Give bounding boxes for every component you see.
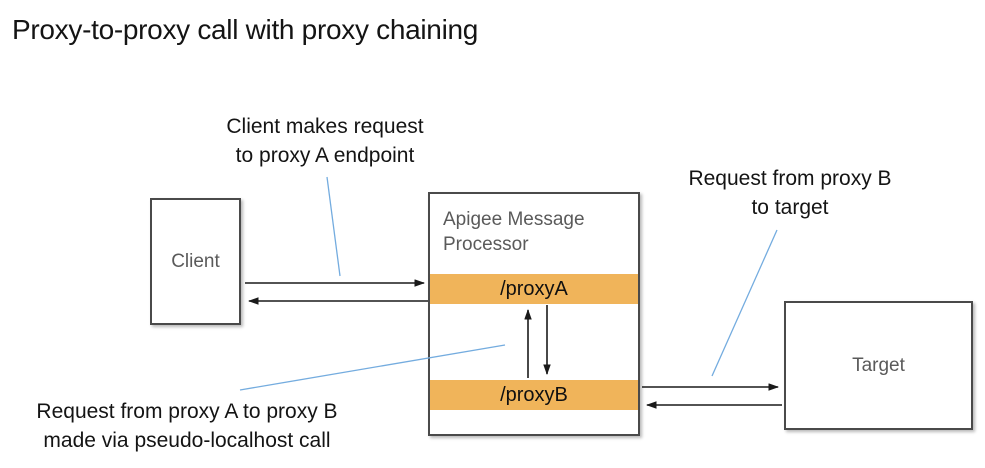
- annotation-line: to target: [751, 196, 829, 219]
- annotation-line: Request from proxy B: [688, 167, 892, 190]
- leader-line-client-request: [326, 176, 341, 277]
- proxy-b-bar: /proxyB: [430, 380, 638, 410]
- target-box: Target: [784, 301, 973, 430]
- page-title: Proxy-to-proxy call with proxy chaining: [12, 14, 479, 45]
- client-label: Client: [171, 251, 220, 272]
- leader-line-proxyb-to-target: [711, 229, 778, 377]
- annotation-proxya-to-proxyb: Request from proxy A to proxy B made via…: [14, 397, 360, 455]
- annotation-proxyb-to-target: Request from proxy B to target: [668, 164, 912, 222]
- proxy-b-label: /proxyB: [500, 383, 568, 406]
- proxy-a-label: /proxyA: [500, 277, 568, 300]
- annotation-line: made via pseudo-localhost call: [43, 429, 331, 452]
- message-processor-label: Apigee Message Processor: [443, 209, 585, 255]
- proxy-a-bar: /proxyA: [430, 274, 638, 304]
- annotation-client-request: Client makes request to proxy A endpoint: [203, 112, 447, 170]
- message-processor-box: Apigee Message Processor /proxyA /proxyB: [428, 192, 640, 436]
- annotation-line: Request from proxy A to proxy B: [36, 400, 338, 423]
- annotation-line: to proxy A endpoint: [235, 144, 415, 167]
- annotation-line: Client makes request: [226, 115, 424, 138]
- client-box: Client: [150, 198, 241, 325]
- target-label: Target: [852, 355, 905, 376]
